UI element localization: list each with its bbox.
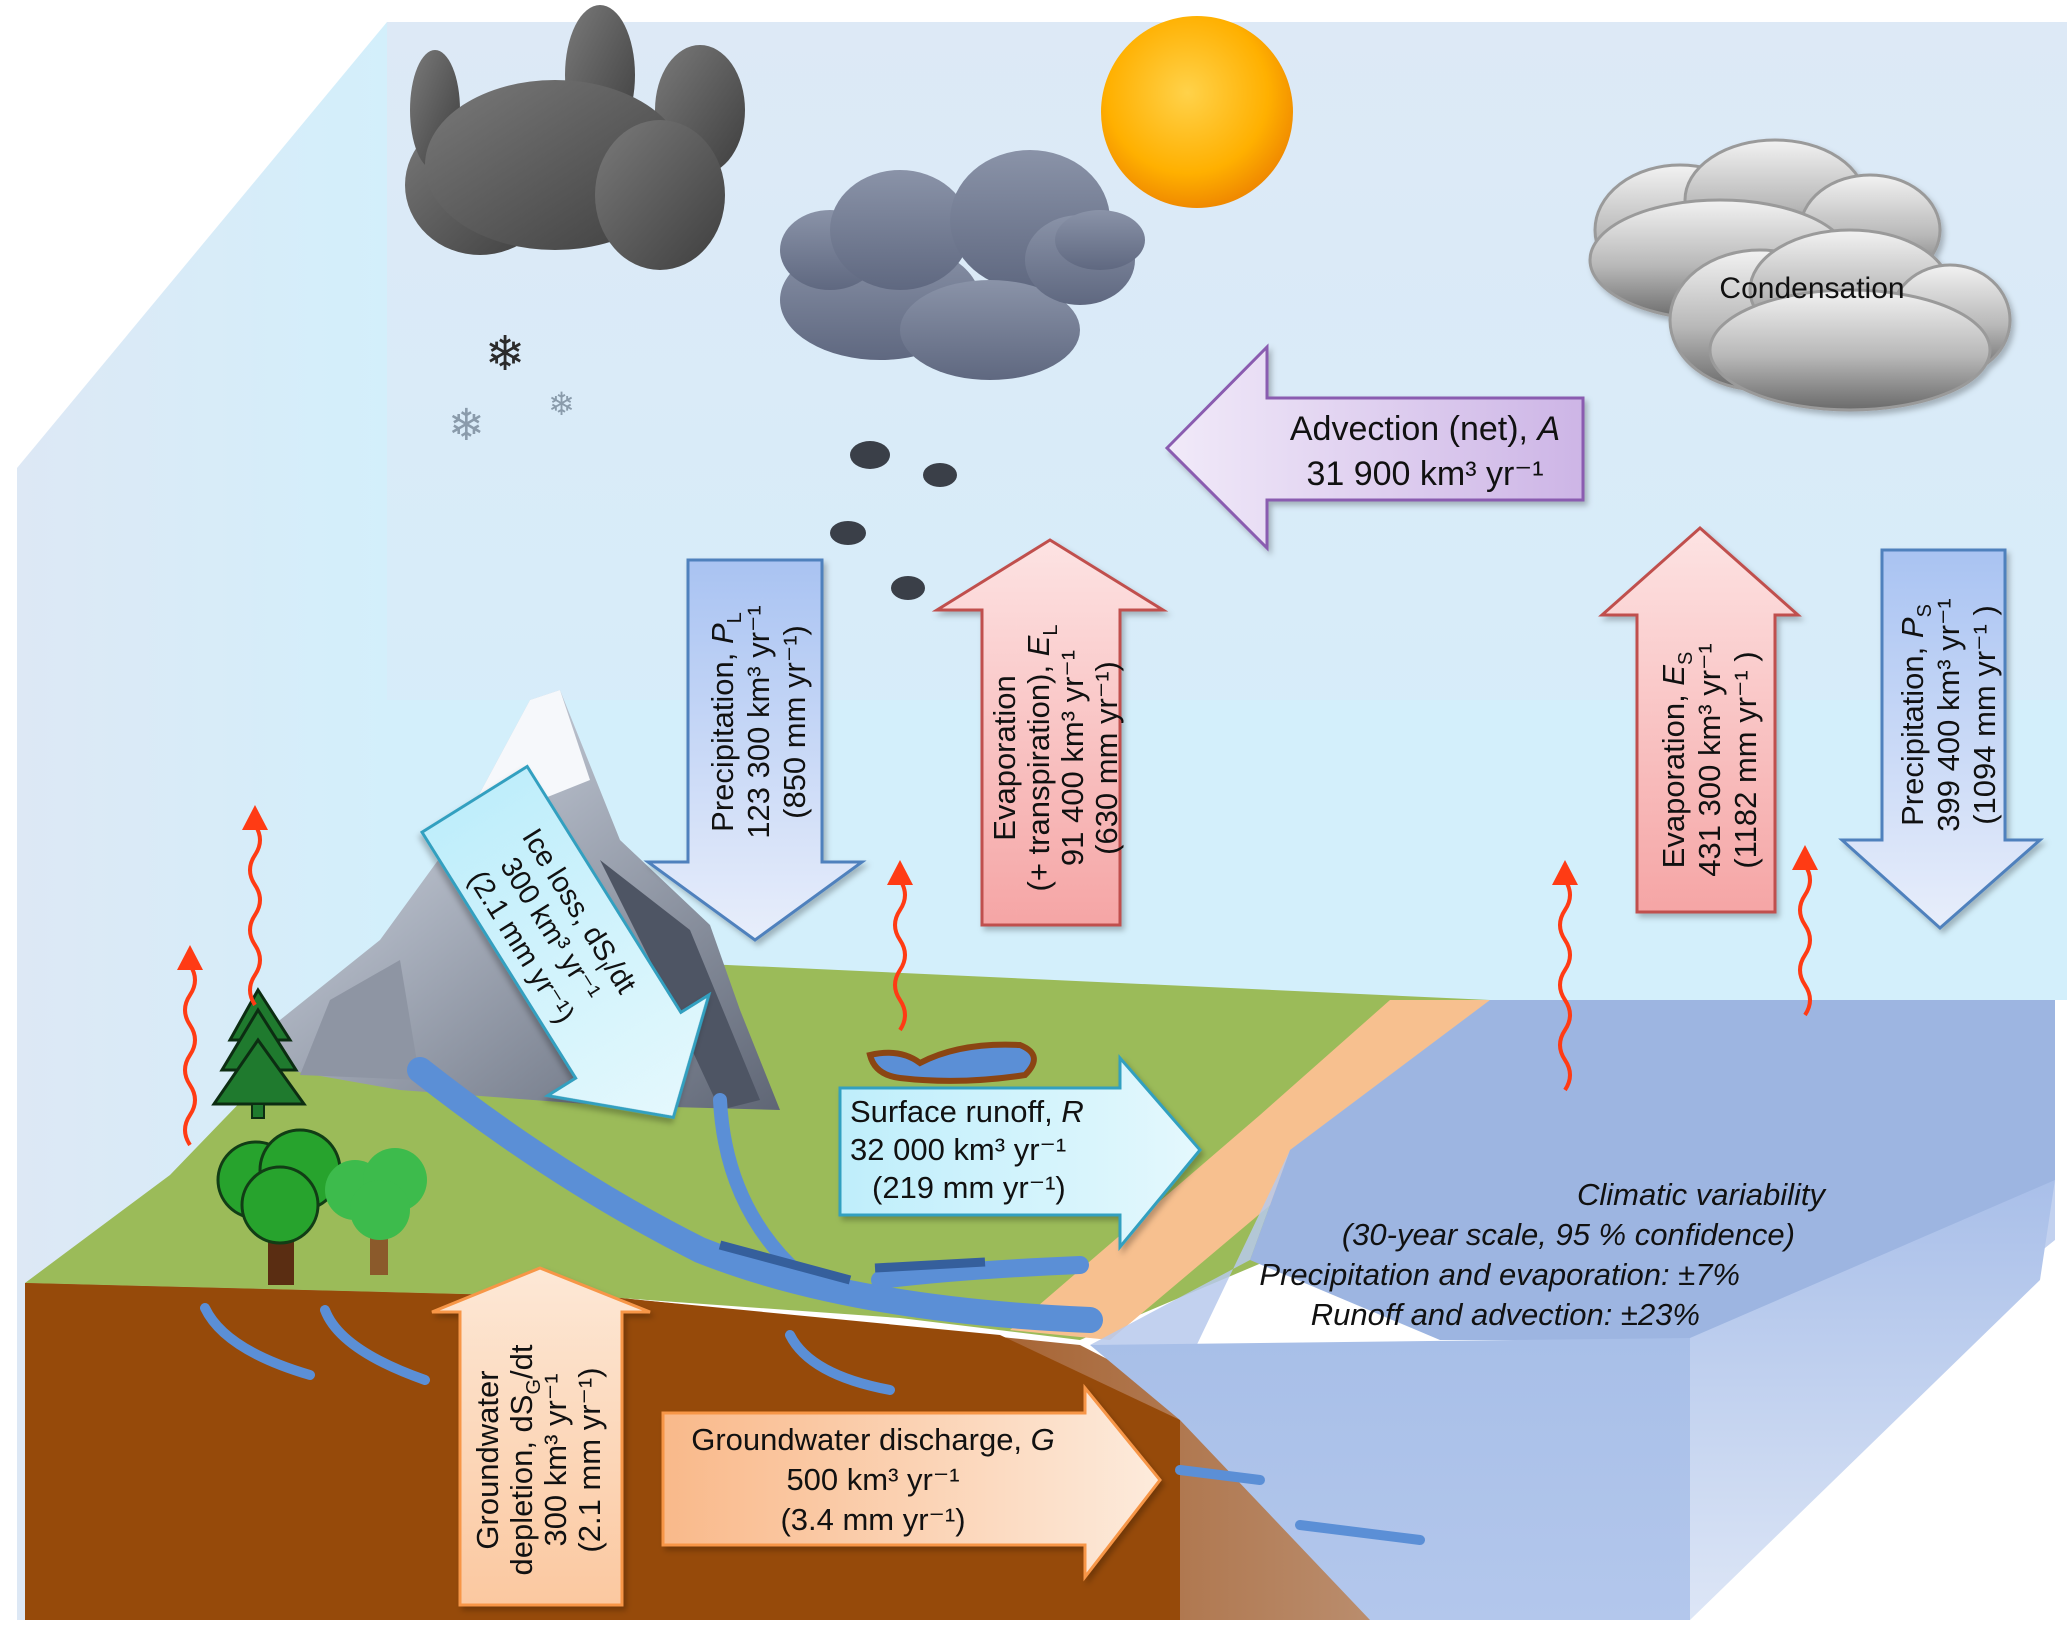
- condensation-label: Condensation: [1719, 272, 1904, 305]
- svg-text:(+ transpiration), EL: (+ transpiration), EL: [1021, 625, 1062, 892]
- precipitation-land-arrow: [643, 558, 867, 942]
- river-flow-arrows: [718, 1240, 986, 1285]
- broadleaf-tree: [325, 1148, 427, 1275]
- raindrop-icons: [830, 441, 957, 600]
- evaporation-sea-label: Evaporation, ES 431 300 km³ yr⁻¹ (1182 m…: [1656, 643, 1763, 876]
- evaporation-land-arrow: [931, 538, 1169, 927]
- ocean-surface: [1250, 1000, 2055, 1340]
- advection-value: 31 900 km³ yr⁻¹: [1306, 455, 1543, 493]
- svg-text:Precipitation, PS: Precipitation, PS: [1895, 604, 1936, 826]
- ocean-front-wall: [1090, 1338, 1690, 1620]
- svg-text:depletion, dSG/dt: depletion, dSG/dt: [504, 1344, 545, 1575]
- groundwater-discharge-label: Groundwater discharge, G: [691, 1422, 1055, 1457]
- snowflake-icon: ❄: [448, 400, 485, 451]
- svg-text:Precipitation, PL: Precipitation, PL: [705, 612, 746, 832]
- rivers: [407, 1057, 1103, 1333]
- svg-text:Groundwater: Groundwater: [470, 1370, 505, 1549]
- advection-label: Advection (net), A: [1290, 410, 1560, 448]
- ice-loss-arrow: Ice loss, dSI/dt 300 km³ yr⁻¹ (2.1 mm yr…: [419, 764, 712, 1120]
- broadleaf-tree: [216, 1128, 342, 1285]
- groundwater-discharge-value: 500 km³ yr⁻¹: [786, 1462, 959, 1497]
- precipitation-sea-arrow: [1838, 548, 2044, 931]
- svg-text:399 400 km³ yr⁻¹: 399 400 km³ yr⁻¹: [1931, 598, 1966, 831]
- surface-runoff-value: 32 000 km³ yr⁻¹: [850, 1132, 1066, 1167]
- snowflake-icons: ❄ ❄ ❄: [448, 326, 575, 451]
- condensation-cloud: [1588, 138, 2012, 412]
- climatic-variability-precip-evap: Precipitation and evaporation: ±7%: [1259, 1257, 1740, 1292]
- svg-text:(1094 mm yr⁻¹ ): (1094 mm yr⁻¹ ): [1967, 605, 2002, 825]
- precipitation-sea-label: Precipitation, PS 399 400 km³ yr⁻¹ (1094…: [1895, 598, 2002, 831]
- precipitation-land-label: Precipitation, PL 123 300 km³ yr⁻¹ (850 …: [705, 605, 812, 838]
- climatic-variability-runoff-advection: Runoff and advection: ±23%: [1311, 1297, 1700, 1332]
- svg-text:431 300 km³ yr⁻¹: 431 300 km³ yr⁻¹: [1692, 643, 1727, 876]
- snowflake-icon: ❄: [548, 385, 575, 423]
- svg-text:123 300 km³ yr⁻¹: 123 300 km³ yr⁻¹: [741, 605, 776, 838]
- groundwater-discharge-arrow: [661, 1383, 1162, 1582]
- svg-text:Evaporation, ES: Evaporation, ES: [1656, 652, 1697, 869]
- groundwater-flow-arrows: [200, 1303, 1425, 1545]
- heat-arrowheads: [177, 805, 1818, 970]
- evaporation-sea-arrow: [1598, 525, 1802, 914]
- groundwater-discharge-depth: (3.4 mm yr⁻¹): [780, 1502, 965, 1537]
- svg-text:(2.1 mm yr⁻¹): (2.1 mm yr⁻¹): [572, 1367, 607, 1552]
- groundwater-depletion-arrow: [431, 1266, 651, 1607]
- heat-squiggles: [183, 823, 1812, 1147]
- svg-text:Evaporation: Evaporation: [987, 675, 1022, 840]
- svg-text:(850 mm yr⁻¹): (850 mm yr⁻¹): [777, 625, 812, 819]
- surface-runoff-depth: (219 mm yr⁻¹): [872, 1170, 1066, 1205]
- climatic-variability-note: Climatic variability (30-year scale, 95 …: [1259, 1177, 1827, 1332]
- dark-snow-cloud: [405, 5, 745, 270]
- svg-text:(630 mm yr⁻¹): (630 mm yr⁻¹): [1089, 661, 1124, 855]
- evaporation-land-label: Evaporation (+ transpiration), EL 91 400…: [987, 625, 1124, 892]
- rain-cloud: [780, 150, 1145, 380]
- svg-text:300 km³ yr⁻¹: 300 km³ yr⁻¹: [538, 1373, 573, 1546]
- lake: [866, 1041, 1037, 1084]
- sun: [1101, 16, 1293, 208]
- conifer-tree: [211, 987, 307, 1119]
- surface-runoff-arrow: [838, 1053, 1202, 1252]
- groundwater-depletion-label: Groundwater depletion, dSG/dt 300 km³ yr…: [470, 1344, 607, 1575]
- ocean-side-wall: [1690, 1180, 2055, 1620]
- snowflake-icon: ❄: [485, 326, 525, 382]
- advection-arrow: [1164, 343, 1585, 552]
- svg-text:(1182 mm yr⁻¹ ): (1182 mm yr⁻¹ ): [1728, 651, 1763, 868]
- climatic-variability-title: Climatic variability: [1577, 1177, 1828, 1212]
- beach: [1010, 1000, 1490, 1340]
- climatic-variability-subtitle: (30-year scale, 95 % confidence): [1342, 1217, 1795, 1252]
- svg-text:91 400 km³ yr⁻¹: 91 400 km³ yr⁻¹: [1055, 650, 1090, 866]
- surface-runoff-label: Surface runoff, R: [850, 1094, 1084, 1129]
